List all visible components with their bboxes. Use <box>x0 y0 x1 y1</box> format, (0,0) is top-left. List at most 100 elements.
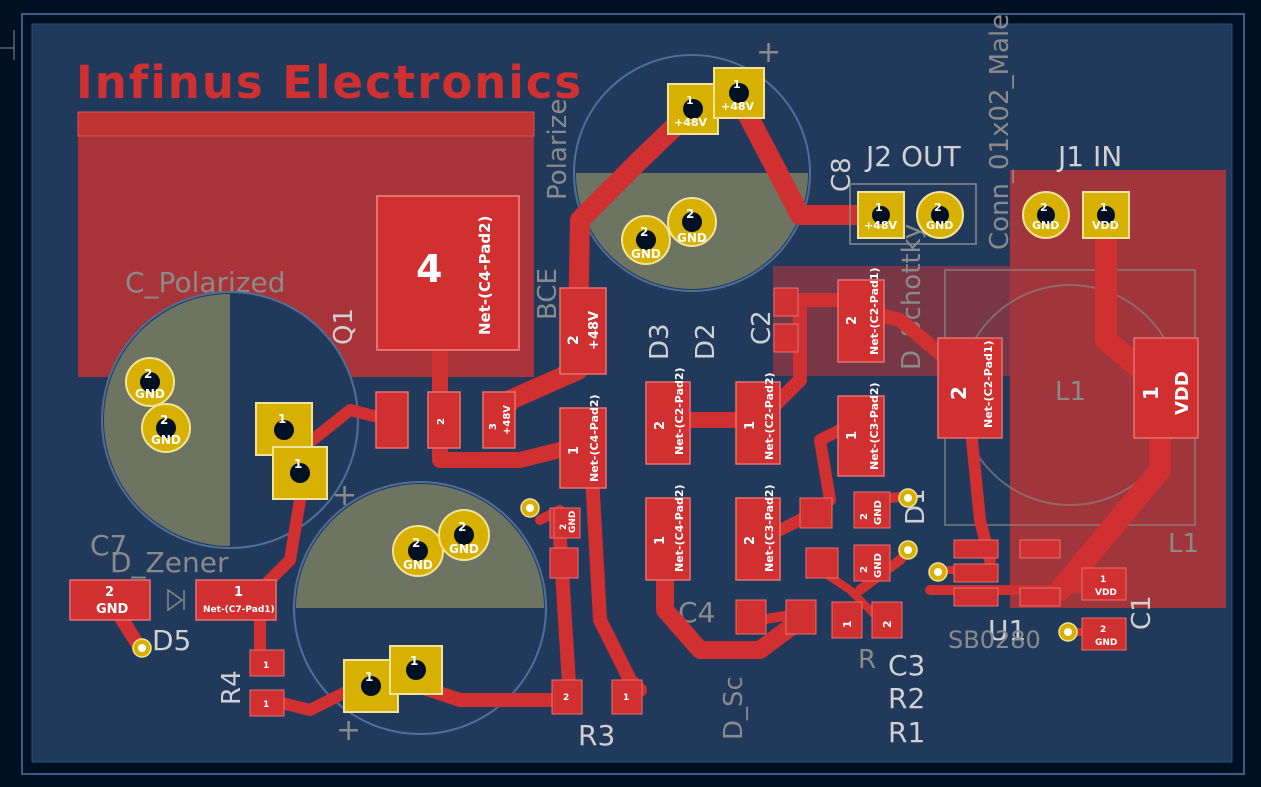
silk-r4: R4 <box>217 670 247 705</box>
c5-small-pad-b[interactable] <box>549 547 579 579</box>
gnd-pad-a[interactable]: 2 GND <box>853 491 891 529</box>
silk-r2: R2 <box>888 682 925 715</box>
c8-gnd-pad-a[interactable]: 2 GND <box>621 215 671 265</box>
th-pads: 1 +48V 1 +48V 2 GND 2 GND 1 +48V <box>125 67 1130 713</box>
silk-bce: BCE <box>533 268 563 320</box>
svg-text:2: 2 <box>881 620 894 628</box>
svg-text:Net-(C2-Pad1): Net-(C2-Pad1) <box>982 340 995 428</box>
c8-plus-pad-b[interactable]: 1 +48V <box>713 67 765 119</box>
svg-text:Net-(C4-Pad2): Net-(C4-Pad2) <box>673 484 686 572</box>
svg-text:GND: GND <box>631 247 661 261</box>
svg-text:GND: GND <box>873 500 884 525</box>
svg-text:1: 1 <box>623 693 629 703</box>
d3-pin2-pad[interactable]: 2 Net-(C2-Pad2) <box>645 367 691 465</box>
q1-pin3-pad[interactable]: 3 +48V <box>482 391 516 449</box>
svg-text:GND: GND <box>926 219 953 232</box>
r4-pin2-pad[interactable] <box>249 689 285 717</box>
svg-text:2: 2 <box>947 386 971 400</box>
silk-d-zener: D_Zener <box>110 546 229 579</box>
c2-small-pad-a[interactable] <box>773 287 799 317</box>
r1-pad-a[interactable] <box>805 547 839 579</box>
svg-text:Net-(C2-Pad2): Net-(C2-Pad2) <box>763 372 776 460</box>
c7-gnd-pad-a[interactable]: 2 GND <box>125 357 175 407</box>
q1-pin1-pad[interactable] <box>375 391 409 449</box>
svg-text:+48V: +48V <box>721 100 755 113</box>
svg-text:GND: GND <box>677 231 707 245</box>
c1-gnd-pad[interactable]: 2 GND <box>1081 617 1127 651</box>
u1-pad-2[interactable] <box>953 563 999 583</box>
svg-text:2: 2 <box>859 566 870 573</box>
c2-pin2-pad[interactable]: 2 Net-(C2-Pad1) <box>837 267 885 363</box>
svg-text:Net-(C4-Pad2): Net-(C4-Pad2) <box>588 394 601 482</box>
silk-l1-inner: L1 <box>1055 377 1086 407</box>
silk-r3: R3 <box>578 719 615 752</box>
j1-pin2-pad[interactable]: 2 GND <box>1022 191 1070 239</box>
j2-pin2-pad[interactable]: 2 GND <box>916 191 964 239</box>
u1-pad-3[interactable] <box>953 587 999 607</box>
l1-pin1-pad[interactable]: 1 VDD <box>1133 337 1199 439</box>
c1-vdd-pad[interactable]: 1 VDD <box>1081 567 1127 601</box>
svg-text:GND: GND <box>873 553 884 578</box>
c5-gnd-pad-b[interactable]: 2 GND <box>438 509 490 561</box>
silk-conn: Conn_01x02_Male <box>985 14 1015 250</box>
svg-text:Net-(C3-Pad2): Net-(C3-Pad2) <box>763 484 776 572</box>
c5-pos-pad-b[interactable]: 1 <box>389 645 443 695</box>
silk-d-schottky: D_Schottky <box>897 224 927 370</box>
svg-text:1: 1 <box>365 670 373 684</box>
c4-small-pad-b[interactable] <box>785 599 817 635</box>
svg-text:1: 1 <box>653 536 668 545</box>
svg-text:Net-(C2-Pad1): Net-(C2-Pad1) <box>868 267 881 355</box>
svg-text:1: 1 <box>234 585 243 600</box>
svg-text:1: 1 <box>743 421 758 430</box>
svg-text:GND: GND <box>151 433 181 447</box>
gnd-pad-b[interactable]: 2 GND <box>853 544 891 582</box>
c3-pin1-pad[interactable]: 1 <box>831 601 863 639</box>
c8-plus-pad-a[interactable]: 1 +48V <box>667 83 719 135</box>
svg-text:1: 1 <box>845 431 860 440</box>
c8-plus: + <box>756 35 781 70</box>
svg-text:1: 1 <box>841 620 854 628</box>
d3-pin1-pad[interactable]: 1 Net-(C4-Pad2) <box>559 394 607 489</box>
c7-pos-pad-b[interactable]: 1 <box>272 446 328 500</box>
c3-pin2-pad[interactable]: 2 <box>871 601 903 639</box>
l1-pin2-pad[interactable]: 2 Net-(C2-Pad1) <box>937 337 1003 439</box>
d5-pin2-pad[interactable]: 2 GND <box>69 579 151 621</box>
d2-pin1-pad[interactable]: 1 Net-(C2-Pad2) <box>735 372 781 465</box>
gnd-pad-c[interactable]: 2 GND <box>553 507 581 539</box>
c4-small-pad-a[interactable] <box>735 599 767 635</box>
silk-c2: C2 <box>747 310 777 345</box>
c7-gnd-pad-b[interactable]: 2 GND <box>141 403 191 453</box>
d4-pin1-pad[interactable]: 1 Net-(C4-Pad2) <box>645 484 691 581</box>
svg-text:GND: GND <box>1095 638 1117 648</box>
j2-pin1-pad[interactable]: 1 +48V <box>857 191 905 239</box>
svg-text:2: 2 <box>1100 625 1106 635</box>
r3-pin1-pad[interactable] <box>611 679 643 715</box>
board-outline-outer <box>21 13 1245 775</box>
d4-pin2-pad[interactable]: 2 Net-(C3-Pad2) <box>735 484 781 581</box>
q1-pin2-pad[interactable]: 2 <box>427 391 461 449</box>
u1-pad-4[interactable] <box>1019 539 1061 559</box>
c2-small-pad-b[interactable] <box>773 323 799 353</box>
c8-gnd-pad-b[interactable]: 2 GND <box>667 197 717 247</box>
svg-text:2: 2 <box>1040 201 1048 214</box>
u1-pad-1[interactable] <box>953 539 999 559</box>
u1-pad-5[interactable] <box>1019 587 1061 607</box>
svg-text:GND: GND <box>96 602 129 617</box>
r2-pad-a[interactable] <box>799 497 833 529</box>
svg-text:2: 2 <box>859 513 870 520</box>
c5-gnd-pad-a[interactable]: 2 GND <box>392 525 444 577</box>
d1-pin1-pad[interactable]: 1 Net-(C3-Pad2) <box>837 382 885 477</box>
silk-d2: D2 <box>691 323 721 360</box>
q1-tab-pad[interactable]: 4 Net-(C4-Pad2) <box>376 195 520 351</box>
j1-pin1-pad[interactable]: 1 VDD <box>1082 191 1130 239</box>
d5-pin1-pad[interactable]: 1 Net-(C7-Pad1) <box>195 579 277 621</box>
svg-text:2: 2 <box>160 413 168 427</box>
silk-c8: C8 <box>827 157 857 192</box>
svg-text:1: 1 <box>1100 575 1106 585</box>
svg-text:2: 2 <box>559 524 569 530</box>
q1-p48-pad[interactable]: 2 +48V <box>559 287 607 375</box>
r4-pin1-pad[interactable] <box>249 649 285 677</box>
svg-text:1: 1 <box>686 94 694 107</box>
r3-pin2-pad[interactable] <box>551 679 583 715</box>
